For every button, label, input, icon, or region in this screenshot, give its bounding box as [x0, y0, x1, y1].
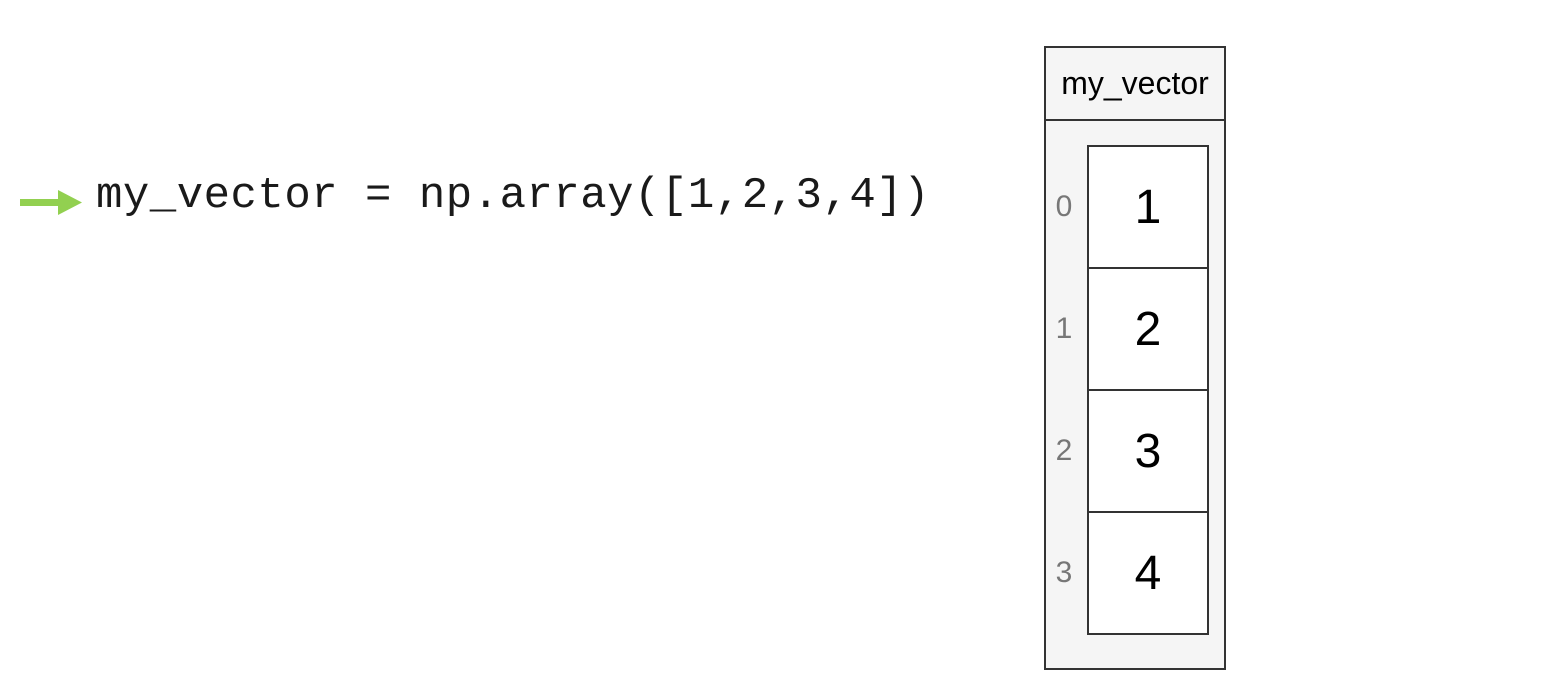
array-index: 0: [1055, 190, 1073, 223]
array-cells: 0 1 1 2 2 3 3 4: [1056, 145, 1209, 635]
array-index: 3: [1055, 556, 1073, 589]
array-cell: 1 2: [1056, 269, 1207, 391]
current-line-arrow-icon: [20, 190, 82, 215]
array-value: 2: [1134, 302, 1162, 356]
array-value: 3: [1134, 424, 1162, 478]
array-value: 4: [1134, 546, 1162, 600]
variable-box: my_vector 0 1 1 2 2 3 3 4: [1044, 46, 1226, 670]
array-index: 2: [1055, 434, 1073, 467]
code-line: my_vector = np.array([1,2,3,4]): [96, 171, 931, 221]
array-value: 1: [1134, 180, 1162, 234]
variable-name: my_vector: [1046, 48, 1224, 121]
array-cell: 3 4: [1056, 513, 1207, 633]
array-cell: 0 1: [1056, 147, 1207, 269]
array-cell: 2 3: [1056, 391, 1207, 513]
array-index: 1: [1055, 312, 1073, 345]
